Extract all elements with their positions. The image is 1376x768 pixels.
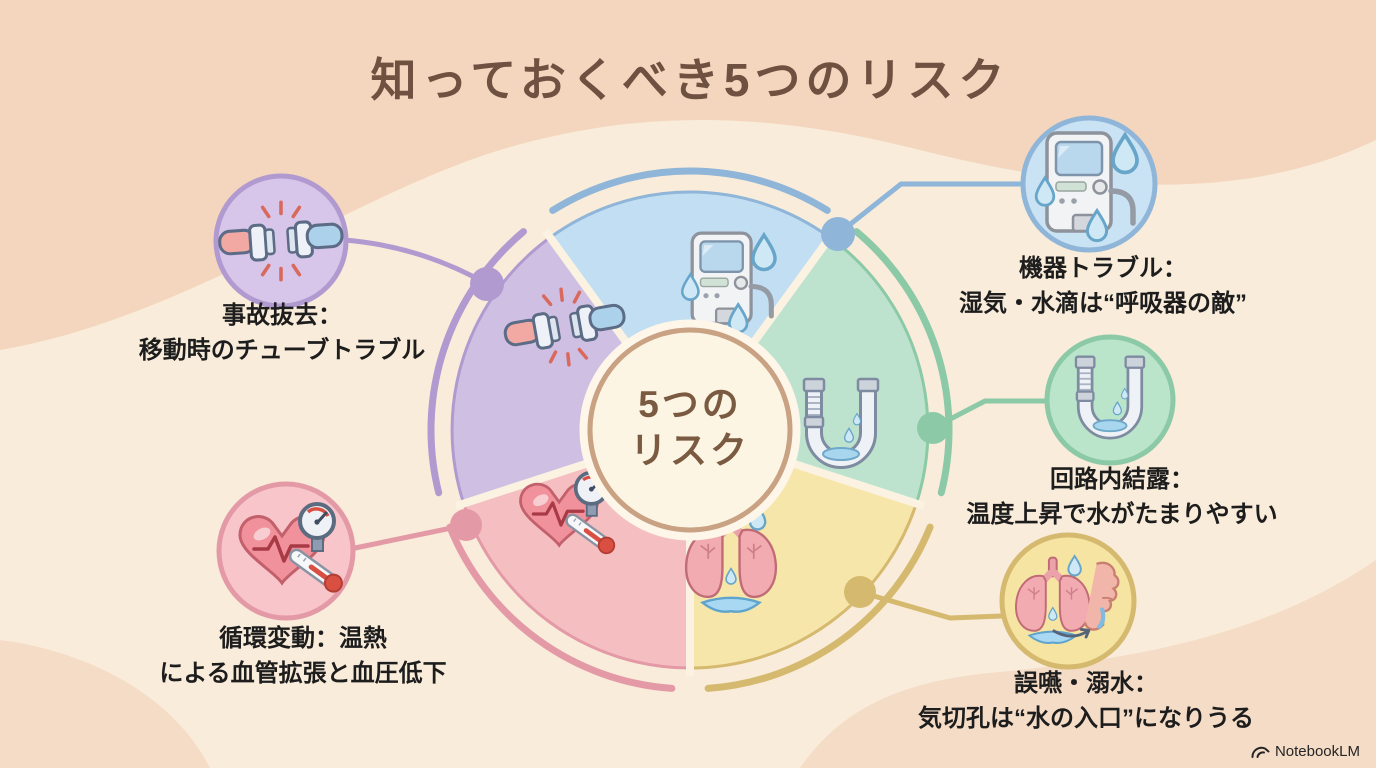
notebooklm-logo-icon	[1251, 746, 1270, 758]
badge-accidental-decannulation	[213, 173, 349, 309]
center-label: 5つの リスク	[630, 382, 750, 475]
connector-dot-aspiration-drowning	[844, 576, 876, 608]
watermark-label: NotebookLM	[1274, 743, 1360, 760]
center-label-line2: リスク	[630, 430, 750, 471]
connector-dot-equipment-trouble	[821, 217, 855, 251]
callout-line2: 温度上昇で水がたまりやすい	[966, 500, 1278, 528]
page-title: 知っておくべき5つのリスク	[370, 54, 1010, 106]
watermark: NotebookLM	[1251, 743, 1360, 760]
callout-circulatory-fluctuation: 循環変動：温熱 による血管拡張と血圧低下	[159, 622, 446, 692]
connector-line-equipment-trouble	[835, 181, 1027, 237]
ring-arc-accidental-decannulation	[427, 228, 527, 497]
connector-dot-accidental-decannulation	[470, 267, 504, 301]
callout-line1: 機器トラブル：	[1019, 255, 1187, 282]
center-circle	[587, 327, 793, 533]
callout-accidental-decannulation: 事故抜去： 移動時のチューブトラブル	[139, 299, 426, 369]
badge-circuit-condensation	[1044, 334, 1176, 466]
callout-line2: 気切孔は“水の入口”になりうる	[918, 704, 1254, 732]
callout-line1: 誤嚥・溺水：	[1014, 670, 1158, 697]
ring-arc-circuit-condensation	[853, 228, 953, 497]
connector-line-aspiration-drowning	[857, 589, 1005, 621]
background-wave-bottom-left	[0, 640, 210, 768]
callout-aspiration-drowning: 誤嚥・溺水： 気切孔は“水の入口”になりうる	[918, 667, 1254, 737]
background-wave-top	[0, 0, 1376, 350]
center-label-line1: 5つの	[638, 383, 742, 425]
connector-dot-circulatory-fluctuation	[450, 509, 482, 541]
center-circle-halo	[579, 319, 801, 541]
callout-line2: による血管拡張と血圧低下	[159, 659, 447, 687]
connector-line-accidental-decannulation	[341, 237, 490, 287]
ring-arc-circulatory-fluctuation	[446, 523, 676, 692]
callout-equipment-trouble: 機器トラブル： 湿気・水滴は“呼吸器の敵”	[959, 252, 1247, 322]
callout-circuit-condensation: 回路内結露： 温度上昇で水がたまりやすい	[966, 463, 1277, 533]
ring-arc-equipment-trouble	[549, 167, 831, 214]
callout-line1: 事故抜去：	[222, 302, 342, 329]
callout-line1: 循環変動：温熱	[219, 625, 387, 652]
connector-dot-circuit-condensation	[917, 412, 949, 444]
callout-line1: 回路内結露：	[1050, 466, 1194, 493]
callout-line2: 移動時のチューブトラブル	[138, 336, 426, 364]
ring-arc-aspiration-drowning	[704, 523, 934, 692]
callout-line2: 湿気・水滴は“呼吸器の敵”	[959, 289, 1247, 317]
